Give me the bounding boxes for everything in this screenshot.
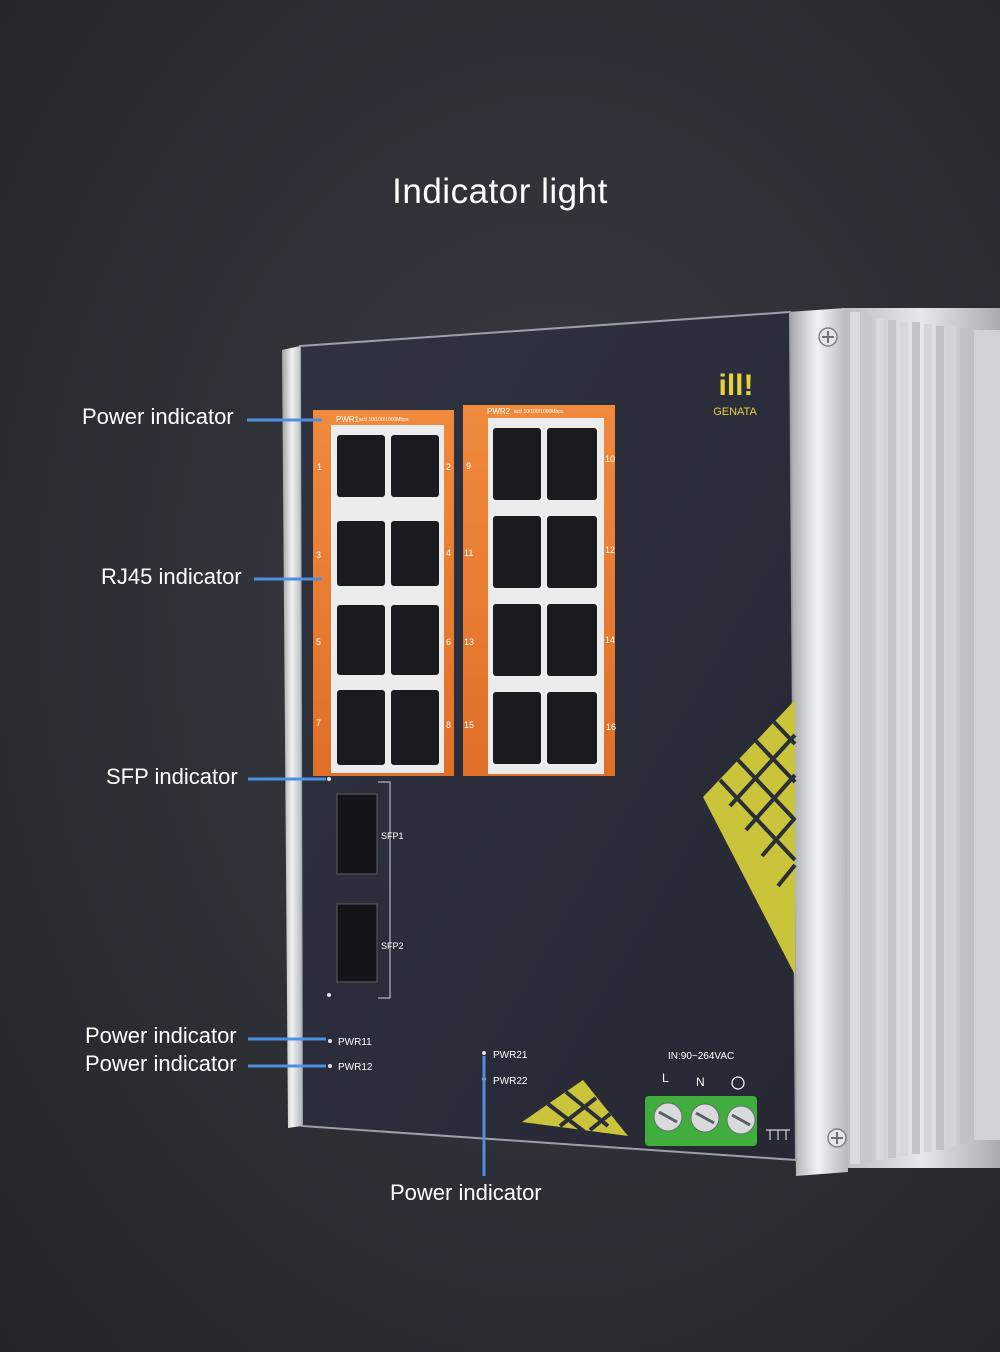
terminal-n: N — [696, 1075, 705, 1089]
sfp-area: SFP1 SFP2 — [327, 777, 404, 999]
pwr1-spec: act/ 10/100/1000Mbps — [359, 417, 409, 423]
port-block-left: PWR1 act/ 10/100/1000Mbps 1 2 3 4 5 6 7 … — [313, 410, 454, 776]
pwr11-label: PWR11 — [338, 1037, 372, 1048]
page-title: Indicator light — [392, 172, 608, 211]
right-mounting-rail — [788, 308, 848, 1176]
pwr12-label: PWR12 — [338, 1062, 373, 1073]
port-number: 14 — [605, 635, 615, 645]
callout-power-indicator-bottom: Power indicator — [390, 1180, 542, 1205]
callout-power-indicator-pwr11: Power indicator — [85, 1023, 237, 1048]
input-spec: IN:90~264VAC — [668, 1051, 734, 1062]
brand-logo: ill! GENATA — [713, 369, 757, 418]
port-number: 16 — [606, 722, 616, 732]
pwr1-header: PWR1 — [336, 415, 360, 424]
brand-name: GENATA — [713, 406, 757, 418]
callout-power-indicator-pwr12: Power indicator — [85, 1051, 237, 1076]
port-number: 13 — [464, 637, 474, 647]
terminal-l: L — [662, 1071, 669, 1085]
pwr21-label: PWR21 — [493, 1050, 528, 1061]
decorative-yellow-grid-bottom — [522, 1080, 628, 1138]
logo-mark: ill! — [719, 369, 754, 402]
port-number: 10 — [605, 454, 615, 464]
port-number: 11 — [464, 548, 473, 558]
port-number: 4 — [446, 548, 451, 558]
port-number: 8 — [446, 720, 451, 730]
ground-icon — [731, 1076, 745, 1090]
port-number: 12 — [605, 545, 615, 555]
port-number: 9 — [466, 461, 471, 471]
heatsink-fins — [842, 308, 1000, 1168]
port-number: 1 — [317, 462, 322, 472]
callout-rj45-indicator: RJ45 indicator — [101, 564, 242, 589]
callout-sfp-indicator: SFP indicator — [106, 764, 238, 789]
port-number: 15 — [464, 720, 474, 730]
sfp2-label: SFP2 — [381, 941, 404, 951]
callout-lines — [247, 418, 486, 1176]
port-block-right: PWR2 act/ 10/100/1000Mbps 9 10 11 12 13 … — [463, 405, 616, 776]
port-number: 2 — [446, 462, 451, 472]
pwr2-header: PWR2 — [487, 407, 511, 416]
pwr2-spec: act/ 10/100/1000Mbps — [514, 409, 564, 415]
sfp1-label: SFP1 — [381, 831, 404, 841]
port-number: 6 — [446, 637, 451, 647]
left-mounting-rail — [282, 346, 302, 1128]
port-number: 7 — [316, 718, 321, 728]
decorative-yellow-grid — [703, 700, 797, 975]
callout-power-indicator-top: Power indicator — [82, 404, 234, 429]
power-terminal: IN:90~264VAC L N — [645, 1051, 790, 1146]
port-number: 3 — [316, 550, 321, 560]
port-number: 5 — [316, 637, 321, 647]
pwr22-label: PWR22 — [493, 1076, 528, 1087]
